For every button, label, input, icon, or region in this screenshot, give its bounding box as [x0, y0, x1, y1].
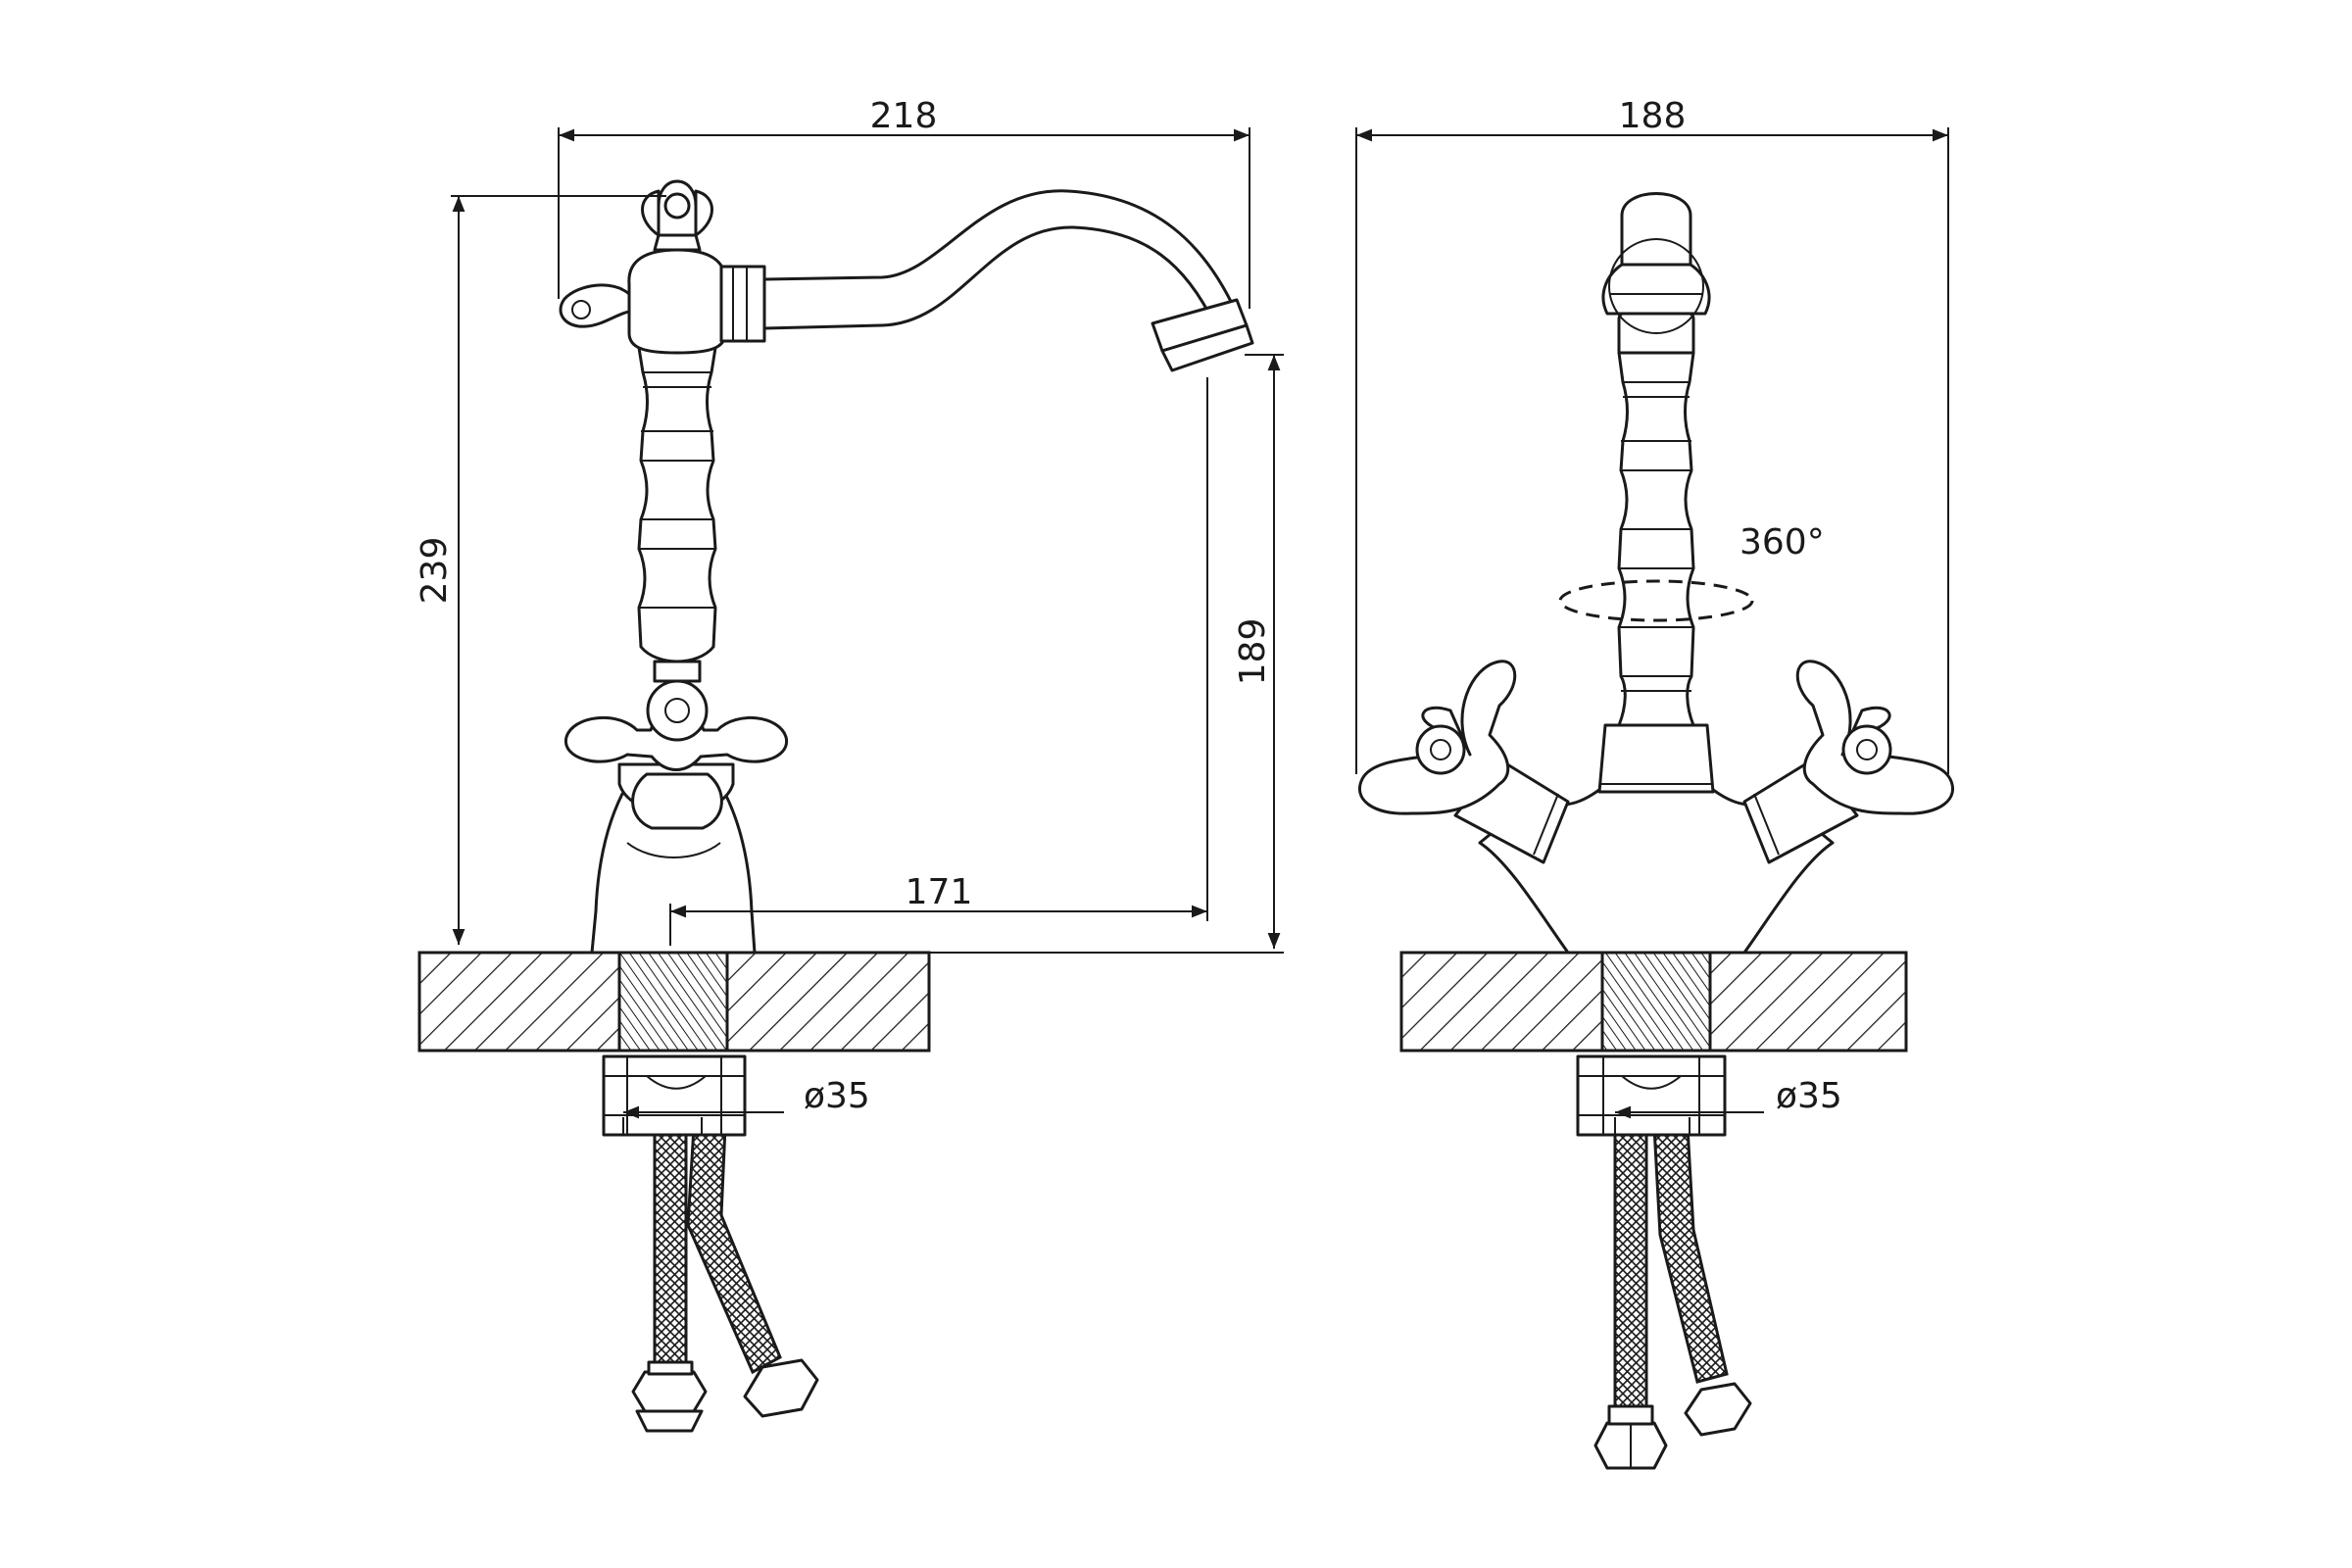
supply-hoses-front — [1593, 1125, 1752, 1470]
hose-nut-left — [631, 1370, 708, 1413]
hose-nut-right — [743, 1358, 819, 1418]
mounting-nut-front — [1576, 1054, 1727, 1137]
dimension-lines-front — [1355, 127, 1949, 1135]
rotation-label: 360° — [1740, 522, 1825, 563]
dim-reach-side: 171 — [906, 872, 973, 912]
countertop-side — [417, 951, 931, 1053]
front-view: 360° 188 ø35 — [1355, 96, 1954, 1470]
dim-diameter-side: ø35 — [804, 1076, 870, 1116]
faucet-column-side — [637, 346, 717, 663]
faucet-column-front — [1617, 351, 1695, 727]
handle-lever-side — [559, 283, 631, 328]
rotation-indicator — [1558, 579, 1754, 622]
dim-width-front: 188 — [1619, 96, 1687, 136]
dim-spout-height-side: 189 — [1233, 618, 1273, 686]
dimension-lines-side — [451, 127, 1284, 1135]
mounting-nut-side — [602, 1054, 747, 1137]
supply-hoses-side — [631, 1125, 819, 1433]
dim-width-side: 218 — [870, 96, 938, 136]
dim-height-side: 239 — [415, 537, 455, 605]
side-view: 218 239 189 171 ø35 — [415, 96, 1284, 1433]
spout-front — [1601, 192, 1711, 355]
countertop-front — [1399, 951, 1908, 1053]
valve-head-side — [559, 179, 727, 355]
spout-side — [719, 189, 1254, 372]
cross-handle-left-front — [1358, 660, 1570, 864]
cross-handle-lower-side — [564, 660, 788, 830]
faucet-base-front — [1478, 723, 1835, 955]
dim-diameter-front: ø35 — [1776, 1076, 1842, 1116]
hose-nut-front-right — [1684, 1382, 1752, 1437]
cross-handle-right-front — [1742, 660, 1954, 864]
